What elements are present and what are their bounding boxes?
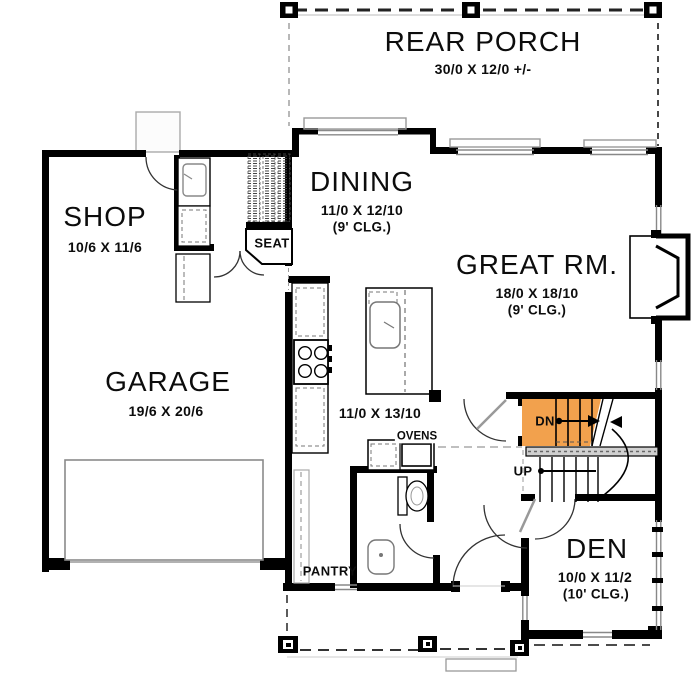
island-sink-icon xyxy=(369,301,401,349)
stair-curve-rail xyxy=(603,428,629,496)
stairs xyxy=(438,398,659,502)
front-porch xyxy=(278,595,650,672)
room-ceiling-den: (10' CLG.) xyxy=(562,586,630,602)
up-arrow xyxy=(538,468,596,474)
den-door-arc xyxy=(534,498,576,540)
porch-column xyxy=(280,2,298,18)
powder-sink-icon xyxy=(367,539,395,575)
locker-cubbies xyxy=(246,153,292,229)
mudroom-sink-icon xyxy=(177,157,211,207)
room-dims-den: 10/0 X 11/2 xyxy=(557,569,633,585)
entry-closet-door-arc xyxy=(483,504,528,549)
room-label-shop: SHOP xyxy=(63,201,147,232)
seat-label: SEAT xyxy=(254,235,290,251)
door-leaves xyxy=(476,399,537,533)
hall-closet xyxy=(175,253,211,303)
mudroom-cabinet xyxy=(177,205,211,247)
stairs-up-label: UP xyxy=(513,463,533,479)
porch-columns-rear xyxy=(280,2,662,18)
room-label-garage: GARAGE xyxy=(105,366,231,397)
kitchen-island xyxy=(365,287,441,402)
stair-hall-door-arc xyxy=(463,398,507,442)
rear-stoop xyxy=(135,111,181,153)
room-dims-great-room: 18/0 X 18/10 xyxy=(495,285,579,301)
walls xyxy=(42,128,662,640)
room-label-rear-porch: REAR PORCH xyxy=(384,26,582,57)
window-mullion-ticks xyxy=(652,527,663,611)
room-label-great-room: GREAT RM. xyxy=(456,249,618,280)
powder-door-arc xyxy=(399,523,435,559)
stairs-down-label: DN xyxy=(535,413,555,429)
toilet-icon xyxy=(397,476,429,516)
room-ceiling-dining: (9' CLG.) xyxy=(332,219,392,235)
up-treads xyxy=(539,457,599,502)
room-dims-dining: 11/0 X 12/10 xyxy=(320,202,404,218)
stair-rail xyxy=(525,446,659,457)
room-dims-rear-porch: 30/0 X 12/0 +/- xyxy=(434,61,532,77)
porch-column xyxy=(418,636,437,652)
room-label-dining: DINING xyxy=(310,166,414,197)
room-ceiling-great-room: (9' CLG.) xyxy=(507,302,567,318)
front-door-arc xyxy=(452,534,506,588)
room-dims-garage: 19/6 X 20/6 xyxy=(128,403,204,419)
room-dims-shop: 10/6 X 11/6 xyxy=(67,239,143,255)
porch-column xyxy=(510,640,529,656)
pantry-shelves xyxy=(293,469,310,584)
pantry-label: PANTRY xyxy=(302,563,358,579)
ovens-cabinet xyxy=(367,439,435,471)
fireplace-icon xyxy=(629,230,691,324)
mudroom-double-door-arc xyxy=(239,250,265,276)
door-arcs xyxy=(145,156,576,588)
mudroom-double-door-arc xyxy=(213,250,241,278)
porch-column xyxy=(462,2,480,18)
room-label-den: DEN xyxy=(565,533,629,564)
bench-seat xyxy=(245,228,293,265)
porch-column xyxy=(278,636,298,653)
cooktop-icon xyxy=(293,339,332,385)
porch-column xyxy=(644,2,662,18)
dn-arrow xyxy=(555,415,622,428)
room-dims-kitchen: 11/0 X 13/10 xyxy=(338,405,422,421)
garage-door xyxy=(64,459,264,563)
windows xyxy=(303,117,662,638)
front-step xyxy=(445,658,517,672)
ovens-label: OVENS xyxy=(394,430,440,443)
shop-door-arc xyxy=(145,156,180,191)
